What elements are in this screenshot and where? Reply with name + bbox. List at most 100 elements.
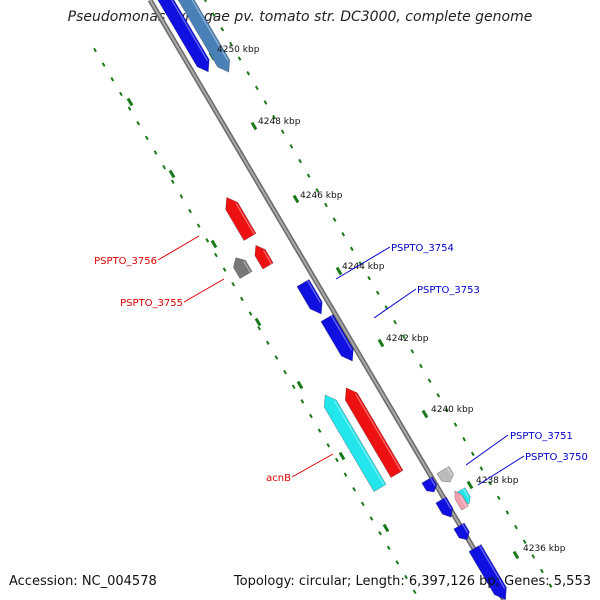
scale-guides	[93, 0, 553, 594]
guide-dot	[205, 238, 210, 243]
gene-label-leaders	[157, 235, 525, 486]
guide-dot	[153, 150, 158, 155]
guide-dot	[349, 246, 354, 252]
guide-dot	[367, 275, 372, 281]
tick-label-4250: 4250 kbp	[217, 45, 260, 55]
gene-pink[interactable]	[454, 490, 469, 511]
gene-pspto-3756-b[interactable]	[254, 244, 274, 270]
gene-pink-shine	[459, 495, 468, 508]
guide-dot	[257, 325, 262, 331]
guide-dot	[119, 91, 123, 97]
guide-dot	[239, 296, 244, 302]
guide-dot	[352, 487, 357, 492]
gene-label-acnb[interactable]: acnB	[266, 473, 291, 484]
guide-dot	[393, 319, 397, 325]
guide-dot	[254, 85, 259, 91]
gene-acnb[interactable]	[344, 387, 404, 478]
gene-pspto-3755-body	[233, 257, 253, 279]
gene-blue-d-body	[468, 544, 507, 600]
guide-dot	[101, 62, 106, 67]
gene-pspto-3750-cyan-shine	[462, 488, 469, 498]
leader-pspto-3756	[157, 235, 200, 261]
guide-dot	[231, 282, 236, 287]
leader-pspto-3750	[477, 455, 525, 486]
gene-top-blue-body	[157, 0, 210, 73]
guide-dot	[272, 114, 276, 120]
guide-dot	[410, 349, 415, 354]
leader-pspto-3751	[465, 434, 509, 466]
guide-dot	[358, 261, 363, 266]
guide-dot	[300, 399, 305, 404]
gene-pspto-3755[interactable]	[233, 257, 253, 279]
gene-features	[154, 0, 507, 600]
gene-pspto-3754[interactable]	[296, 279, 323, 315]
guide-dot	[326, 443, 331, 448]
gene-pspto-3753[interactable]	[320, 314, 354, 362]
guide-dot	[211, 12, 216, 17]
leader-pspto-3753	[373, 288, 417, 319]
guide-dot	[280, 129, 285, 135]
guide-dot	[540, 568, 544, 574]
gene-label-pspto-3751[interactable]: PSPTO_3751	[510, 431, 573, 442]
guide-dot	[404, 574, 408, 580]
gene-label-pspto-3756[interactable]: PSPTO_3756	[94, 256, 157, 267]
guide-dot	[203, 0, 207, 3]
gene-blue-d[interactable]	[468, 544, 507, 600]
guide-dot	[283, 369, 287, 375]
gene-blue-a[interactable]	[421, 476, 438, 493]
guide-dot	[179, 194, 184, 199]
gene-label-pspto-3753[interactable]: PSPTO_3753	[417, 285, 480, 296]
gene-labels: PSPTO_3754 PSPTO_3753 PSPTO_3751 PSPTO_3…	[94, 243, 588, 484]
guide-dot	[496, 495, 501, 501]
guide-dot	[378, 530, 382, 536]
guide-dot	[298, 158, 302, 164]
guide-dot	[343, 472, 348, 477]
gene-blue-b[interactable]	[435, 496, 454, 518]
guide-dot	[427, 378, 432, 383]
gene-acnb-shine	[355, 393, 402, 472]
guide-dot	[531, 554, 536, 559]
scale-tick	[377, 338, 385, 348]
scale-tick	[250, 121, 258, 131]
gene-label-pspto-3750[interactable]: PSPTO_3750	[525, 452, 588, 463]
gene-pspto-3751-grey-shine	[446, 467, 453, 476]
guide-dot	[315, 188, 320, 193]
guide-dot	[341, 232, 346, 237]
gene-blue-a-shine	[429, 477, 436, 487]
guide-dot	[412, 589, 417, 594]
guide-dot	[196, 223, 201, 228]
guide-dot	[453, 422, 458, 427]
gene-top-blue[interactable]	[154, 0, 210, 73]
gene-blue-c[interactable]	[453, 522, 470, 541]
gene-pspto-3756-shine	[235, 203, 255, 235]
gene-label-pspto-3755[interactable]: PSPTO_3755	[120, 298, 183, 309]
scale-ticks	[126, 51, 520, 560]
gene-blue-a-body	[421, 476, 438, 493]
gene-top-blue-shine	[171, 0, 209, 61]
guide-dot	[332, 217, 337, 222]
gene-top-steelblue-shine	[191, 0, 229, 62]
scale-tick	[338, 451, 346, 461]
tick-label-4246: 4246 kbp	[300, 191, 343, 201]
gene-pspto-3756-body	[225, 196, 257, 241]
gene-pspto-3753-shine	[330, 315, 353, 351]
gene-pspto-3751-grey-body	[436, 466, 454, 483]
guide-dot	[237, 56, 242, 61]
scale-tick	[292, 194, 300, 204]
gene-label-pspto-3754[interactable]: PSPTO_3754	[391, 243, 454, 254]
guide-dot	[246, 70, 251, 76]
guide-dot	[462, 437, 467, 442]
gene-pspto-3756-b-shine	[263, 250, 272, 265]
tick-label-4244: 4244 kbp	[342, 262, 385, 272]
gene-pspto-3755-shine	[243, 260, 251, 273]
gene-pspto-3751-grey[interactable]	[436, 466, 454, 483]
scale-tick	[466, 480, 474, 490]
gene-blue-b-shine	[443, 497, 452, 510]
gene-pspto-3756[interactable]	[225, 196, 257, 241]
gene-top-steelblue[interactable]	[172, 0, 231, 73]
guide-dot	[274, 355, 279, 360]
guide-dot	[188, 208, 192, 214]
guide-dot	[505, 510, 510, 515]
gene-acnb-cyan[interactable]	[323, 394, 387, 492]
